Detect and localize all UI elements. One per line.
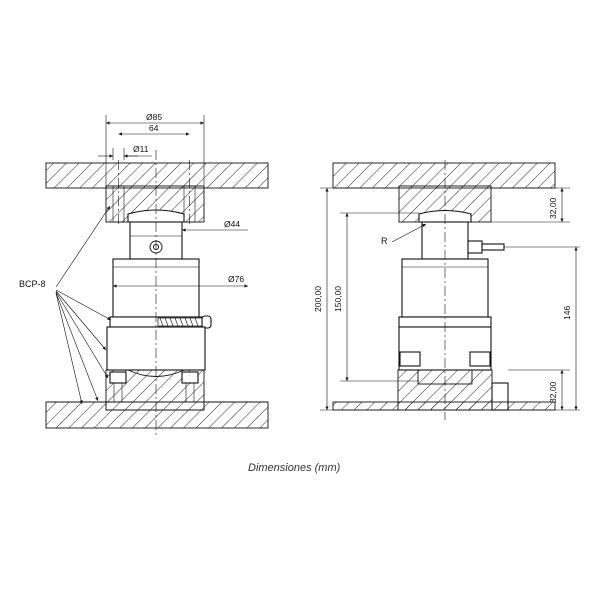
front-bolt-head-right xyxy=(181,371,199,384)
side-bottom-ground xyxy=(332,401,556,411)
front-view: Ø85 64 Ø11 Ø44 Ø76 BCP-8 xyxy=(19,112,269,438)
dim-bolt-spacing: 64 xyxy=(149,123,159,133)
front-dome-cap xyxy=(127,209,185,223)
front-top-ground xyxy=(45,162,269,189)
side-connector xyxy=(467,240,483,254)
dim-body-diameter: Ø76 xyxy=(228,274,244,284)
dim-top-plate: 32,00 xyxy=(548,197,558,219)
dim-post-diameter: Ø44 xyxy=(224,219,240,229)
side-bolt-left xyxy=(399,351,421,367)
dim-outer-diameter: Ø85 xyxy=(146,112,162,122)
radius-label: R xyxy=(381,236,388,246)
dim-stroke: 150,00 xyxy=(333,286,343,312)
side-view: 200,00 150,00 32,00 146 32,00 R xyxy=(313,160,580,420)
dim-hole-diameter: Ø11 xyxy=(133,144,149,154)
front-bolt-head-left xyxy=(109,371,127,384)
front-clamp-screw xyxy=(201,315,212,329)
dim-total-height: 200,00 xyxy=(313,286,323,312)
part-label-bcp8: BCP-8 xyxy=(19,279,46,289)
side-cable xyxy=(481,243,505,251)
drawing-caption: Dimensiones (mm) xyxy=(248,462,341,474)
dim-body-height: 146 xyxy=(562,306,572,320)
dim-bottom-plate: 32,00 xyxy=(548,381,558,403)
side-top-ground xyxy=(332,162,556,189)
part-label-leaders xyxy=(55,205,112,405)
side-bolt-right xyxy=(469,351,491,367)
